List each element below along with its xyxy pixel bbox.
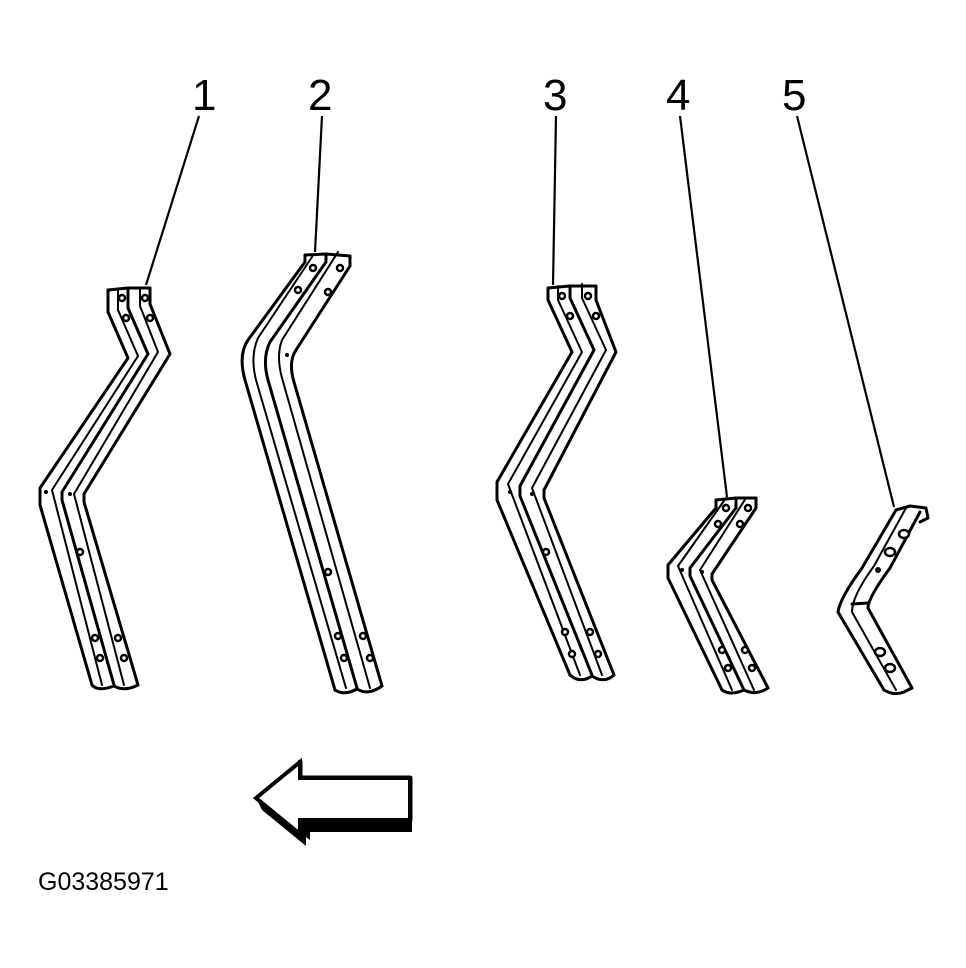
part-4-rail (666, 496, 770, 695)
part-5-bracket (836, 504, 930, 696)
leader-line-4 (678, 115, 729, 498)
leader-line-5 (795, 115, 896, 508)
callout-5: 5 (782, 71, 806, 120)
leader-line-2 (313, 115, 324, 253)
callout-4: 4 (666, 71, 690, 120)
leader-line-1 (144, 115, 201, 286)
part-2-rail (240, 251, 384, 695)
left-arrow-icon (252, 757, 413, 846)
callout-2: 2 (308, 71, 332, 120)
leader-line-3 (551, 115, 558, 286)
callout-3: 3 (543, 71, 567, 120)
part-1-rail (38, 286, 172, 691)
callout-1: 1 (192, 71, 216, 120)
figure-id: G03385971 (38, 868, 169, 896)
part-3-rail (495, 283, 618, 682)
